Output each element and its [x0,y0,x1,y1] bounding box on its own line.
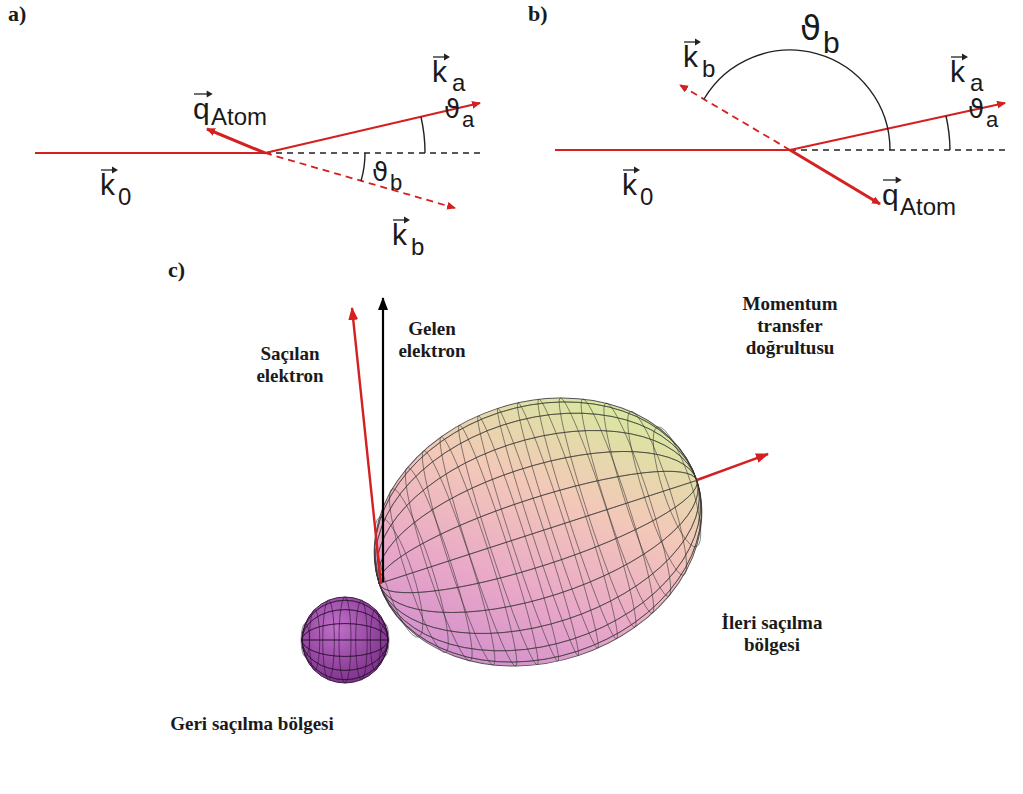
subscript: b [390,171,402,195]
grid-line [344,373,731,690]
vector-symbol: k [622,168,637,201]
subscript: a [462,108,474,132]
vector-symbol: q [193,92,210,125]
region-label: Momentum transfer doğrultusu [724,293,856,359]
angle-symbol: ϑ [800,10,821,47]
angle-symbol: ϑ [372,158,388,187]
grid-line [551,395,644,630]
grid-line [492,407,584,658]
vector-symbol: k [100,168,115,201]
grid-line [379,480,697,583]
vector-symbol: k [432,55,447,88]
panel-b-vectors [555,50,1005,204]
angle-symbol: ϑ [444,95,460,124]
panel-label: c) [168,258,185,282]
subscript: b [823,26,840,59]
grid-line [414,447,504,668]
grid-line [644,423,710,552]
grid-line [301,624,309,657]
grid-line [359,419,717,646]
vector-symbol: k [392,218,407,251]
momentum-transfer-arrow [697,454,768,480]
grid-line [369,448,707,615]
region-label: Geri saçılma bölgesi [167,713,337,735]
grid-line [471,414,564,664]
vector-symbol: k [683,40,698,73]
subscript: 0 [118,184,131,210]
subscript: a [986,108,998,132]
subscript: Atom [211,104,267,130]
subscript: b [411,234,424,260]
subscript: b [702,56,715,82]
grid-line [340,361,735,703]
grid-line [302,600,388,679]
grid-line [618,407,696,579]
subscript: Atom [900,194,956,220]
grid-line [359,419,717,646]
incident-electron-arrow [382,298,384,582]
forward-lobe [339,357,737,707]
grid-line [380,485,458,657]
grid-line [572,396,662,617]
grid-line [432,434,525,669]
grid-line [302,624,388,657]
scattered-electron-arrow [352,308,381,584]
grid-line [302,624,388,657]
subscript: 0 [640,184,653,210]
grid-line [302,610,388,671]
panel-label: b) [528,2,548,26]
grid-line [302,600,388,679]
grid-line [369,448,707,615]
vector-symbol: q [882,178,899,211]
grid-line [594,400,680,600]
panel-label: a) [8,2,26,26]
grid-line [351,393,725,671]
subscript: a [970,70,983,96]
grid-line [302,640,388,641]
grid-line [340,361,735,703]
grid-line [323,600,335,679]
subscript: a [452,70,465,96]
grid-line [309,610,319,671]
grid-line [302,610,388,671]
grid-line [344,373,731,690]
region-label: Gelen elektron [388,318,476,362]
region-label: İleri saçılma bölgesi [710,612,834,656]
vector-symbol: k [950,55,965,88]
angle-symbol: ϑ [968,95,984,124]
grid-line [351,393,725,671]
panel-a-vectors [35,103,480,208]
backscatter-lobe [301,597,389,683]
region-label: Saçılan elektron [242,343,338,387]
